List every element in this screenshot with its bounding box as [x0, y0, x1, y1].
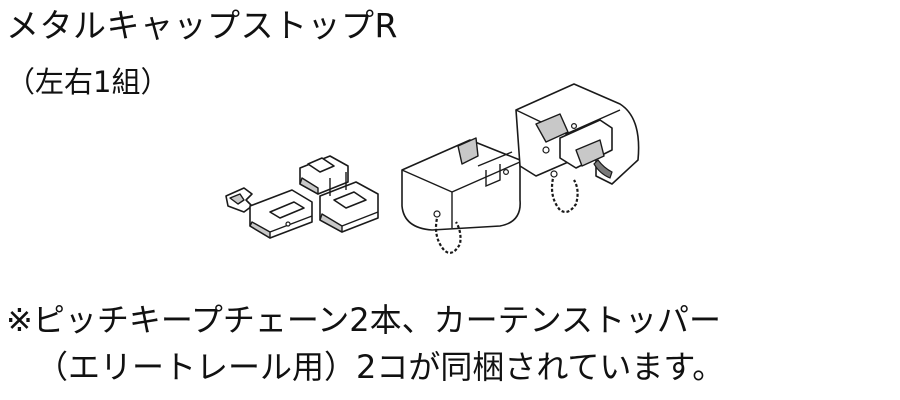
runner-block-part [299, 155, 379, 233]
product-subtitle: （左右1組） [6, 65, 170, 99]
included-items-note-continued: （エリートレール用）2コが同梱されています。 [36, 348, 725, 386]
end-cap-left-part [401, 137, 521, 254]
end-cap-right-part [515, 83, 640, 214]
curtain-stopper-part [225, 187, 313, 239]
product-title: メタルキャップストップR [6, 6, 398, 45]
included-items-note: ※ピッチキープチェーン2本、カーテンストッパー [6, 301, 722, 339]
